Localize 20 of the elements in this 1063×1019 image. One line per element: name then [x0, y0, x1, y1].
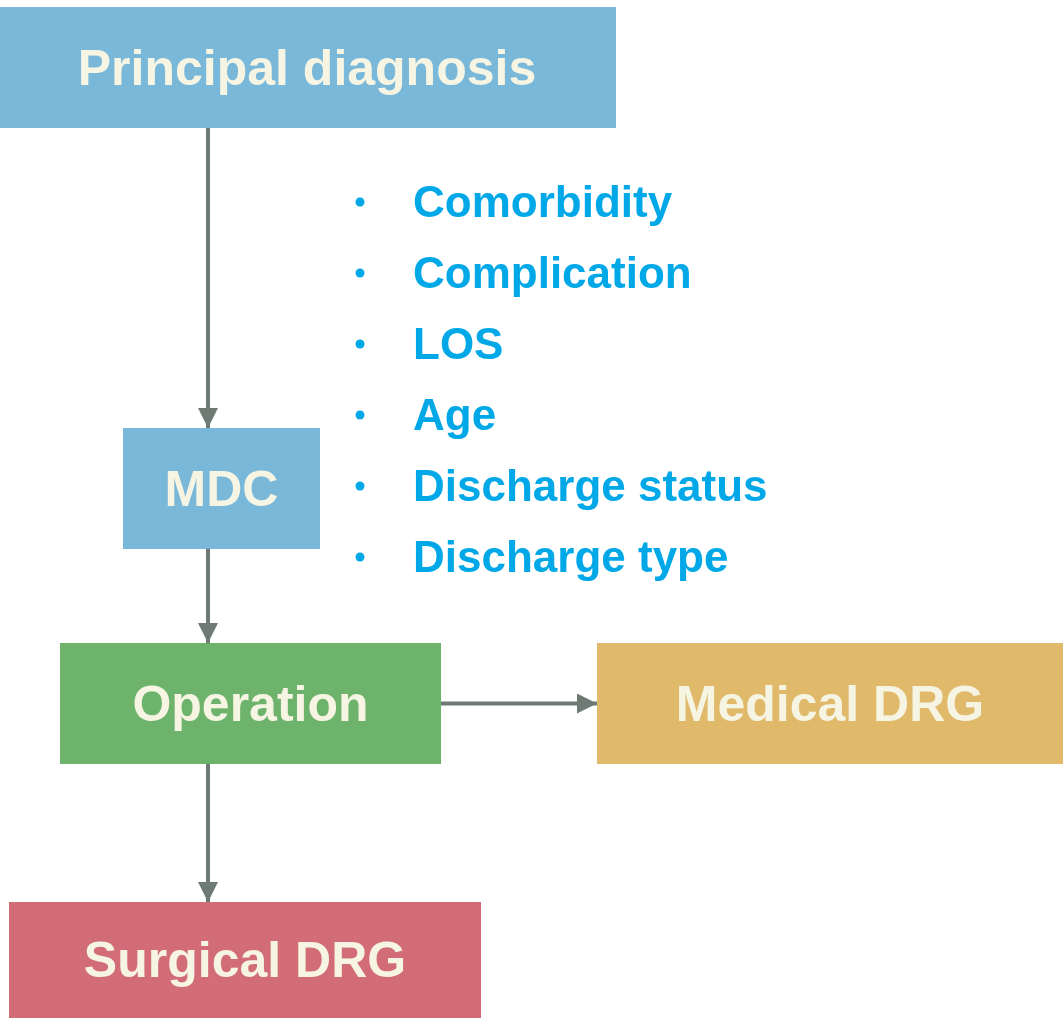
box-label: Surgical DRG: [83, 931, 407, 989]
arrow: [198, 549, 218, 643]
category-box: [123, 428, 320, 549]
box-label: Medical DRG: [675, 674, 985, 733]
factor-label: Complication: [413, 248, 692, 297]
factor-label: Age: [413, 390, 497, 439]
factor-label: Discharge status: [413, 461, 768, 510]
factor-label: Comorbidity: [413, 177, 673, 226]
box-label: MDC: [164, 459, 279, 518]
arrow: [198, 764, 218, 902]
box-label: Principal diagnosis: [77, 38, 537, 97]
result-box: [9, 902, 481, 1018]
arrow: [441, 693, 597, 714]
factor-label: LOS: [413, 319, 504, 368]
factor-label: Discharge type: [413, 532, 729, 581]
decision-box: [60, 643, 441, 764]
box-label: Operation: [132, 674, 369, 733]
diagnosis-box: [0, 7, 616, 128]
arrow: [198, 128, 218, 428]
result-box: [597, 643, 1063, 764]
